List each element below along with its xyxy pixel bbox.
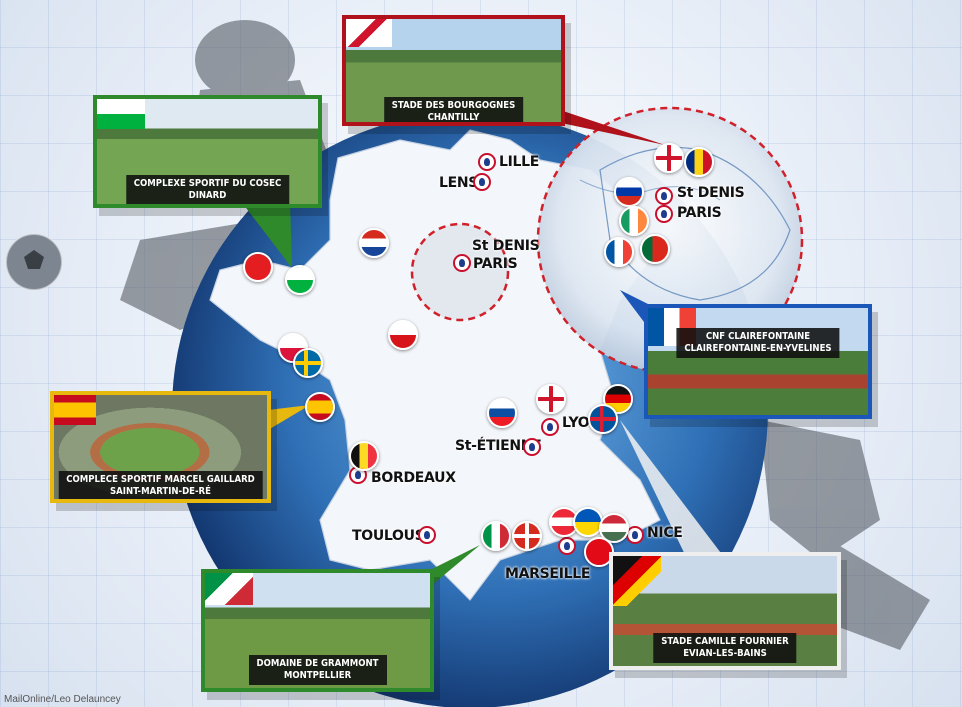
euro-logo-icon bbox=[541, 418, 559, 436]
photo-credit: MailOnline/Leo Delauncey bbox=[4, 694, 121, 705]
wales-flag-icon bbox=[285, 265, 315, 295]
italy-flag-corner-icon bbox=[205, 573, 253, 605]
city-lens: LENS bbox=[439, 175, 479, 191]
belgium-flag-icon bbox=[349, 441, 379, 471]
ukraine-flag-icon bbox=[573, 507, 603, 537]
city-st-etienne: St-ÉTIENNE bbox=[455, 438, 542, 454]
city-toulouse: TOULOUSE bbox=[352, 528, 434, 544]
wales-flag-corner-icon bbox=[97, 99, 145, 129]
city-paris-zoom: PARIS bbox=[677, 205, 722, 221]
russia-flag-icon bbox=[614, 177, 644, 207]
sweden-flag-icon bbox=[293, 348, 323, 378]
euro-logo-icon bbox=[478, 153, 496, 171]
czech-flag-icon bbox=[388, 320, 418, 350]
saint-martin-pointer bbox=[268, 405, 310, 430]
euro-logo-icon bbox=[453, 254, 471, 272]
croatia-flag-icon bbox=[359, 228, 389, 258]
city-marseille: MARSEILLE bbox=[505, 566, 591, 582]
portugal-flag-icon bbox=[640, 234, 670, 264]
albania-flag-icon bbox=[243, 252, 273, 282]
paris-focus-ring bbox=[410, 222, 510, 322]
euro-logo-icon bbox=[418, 526, 436, 544]
montpellier-pointer bbox=[420, 545, 480, 595]
city-paris: PARIS bbox=[473, 256, 518, 272]
france-flag-icon bbox=[604, 237, 634, 267]
slovakia-flag-icon bbox=[487, 398, 517, 428]
city-stdenis: St DENIS bbox=[472, 238, 540, 254]
football-icon bbox=[5, 233, 63, 291]
hungary-flag-icon bbox=[599, 513, 629, 543]
euro-logo-icon bbox=[523, 438, 541, 456]
switzerland-flag-icon bbox=[512, 521, 542, 551]
iceland-flag-icon bbox=[588, 404, 618, 434]
evian-pointer bbox=[620, 420, 730, 565]
ireland-flag-icon bbox=[619, 206, 649, 236]
romania-flag-icon bbox=[684, 147, 714, 177]
city-nice: NICE bbox=[647, 525, 683, 541]
euro-logo-icon bbox=[558, 537, 576, 555]
dinard-pointer bbox=[240, 200, 292, 268]
germany-flag-corner-icon bbox=[613, 556, 661, 606]
spain-flag-corner-icon bbox=[54, 395, 96, 425]
italy-flag-icon bbox=[481, 521, 511, 551]
spain-flag-icon bbox=[305, 392, 335, 422]
euro-logo-icon bbox=[655, 205, 673, 223]
city-stdenis-zoom: St DENIS bbox=[677, 185, 745, 201]
england-flag-icon bbox=[654, 143, 684, 173]
northern-ireland-flag-icon bbox=[536, 384, 566, 414]
euro-logo-icon bbox=[473, 173, 491, 191]
city-bordeaux: BORDEAUX bbox=[371, 470, 456, 486]
england-flag-corner-icon bbox=[346, 19, 392, 47]
city-lille: LILLE bbox=[499, 154, 540, 170]
euro-logo-icon bbox=[655, 187, 673, 205]
